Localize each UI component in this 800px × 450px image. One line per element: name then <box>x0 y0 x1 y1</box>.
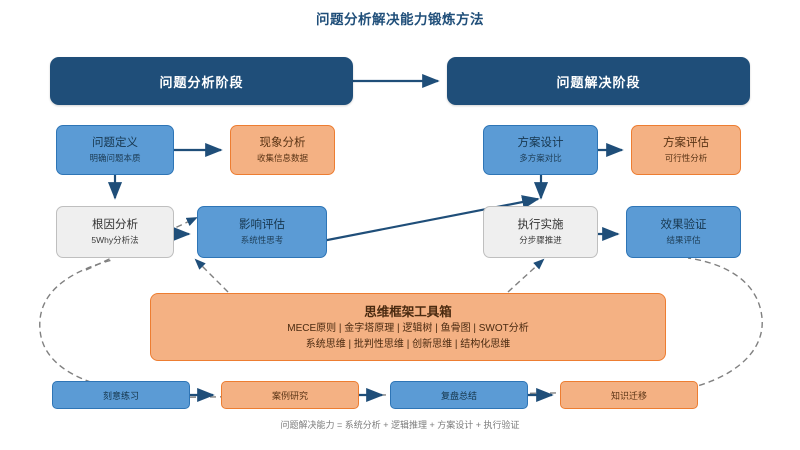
toolbox-line-2: 系统思维 | 批判性思维 | 创新思维 | 结构化思维 <box>305 339 511 350</box>
step-label: 复盘总结 <box>440 390 477 401</box>
node-subtitle: 可行性分析 <box>664 152 708 163</box>
node-title: 效果验证 <box>660 218 707 231</box>
node-title: 问题定义 <box>92 136 138 149</box>
toolbox-panel[interactable]: 思维框架工具箱 MECE原则 | 金字塔原理 | 逻辑树 | 鱼骨图 | SWO… <box>150 293 666 361</box>
node-title: 根因分析 <box>92 218 138 231</box>
node-define[interactable]: 问题定义 明确问题本质 <box>56 125 174 175</box>
node-solution-design[interactable]: 方案设计 多方案对比 <box>483 125 598 175</box>
node-subtitle: 结果评估 <box>666 234 701 245</box>
node-subtitle: 收集信息数据 <box>256 152 308 163</box>
toolbox-line-1: MECE原则 | 金字塔原理 | 逻辑树 | 鱼骨图 | SWOT分析 <box>287 323 529 334</box>
node-impact-assessment[interactable]: 影响评估 系统性思考 <box>197 206 327 258</box>
node-title: 执行实施 <box>517 218 564 231</box>
node-subtitle: 5Why分析法 <box>91 234 139 245</box>
step-label: 案例研究 <box>271 390 308 401</box>
node-subtitle: 多方案对比 <box>519 152 562 163</box>
edge-toolbox-to-exec <box>507 258 545 293</box>
node-root-cause[interactable]: 根因分析 5Why分析法 <box>56 206 174 258</box>
node-subtitle: 系统性思考 <box>240 234 284 245</box>
node-title: 影响评估 <box>239 218 285 231</box>
node-title: 现象分析 <box>259 136 306 149</box>
phase-label: 问题分析阶段 <box>159 74 244 90</box>
node-subtitle: 明确问题本质 <box>89 152 141 163</box>
edge-toolbox-to-impact <box>194 258 229 293</box>
node-phenomenon[interactable]: 现象分析 收集信息数据 <box>230 125 335 175</box>
node-title: 方案设计 <box>517 136 564 149</box>
summary-formula: 问题解决能力 = 系统分析 + 逻辑推理 + 方案设计 + 执行验证 <box>280 420 520 430</box>
practice-step-transfer[interactable]: 知识迁移 <box>560 381 698 409</box>
toolbox-title: 思维框架工具箱 <box>364 305 452 319</box>
node-solution-evaluation[interactable]: 方案评估 可行性分析 <box>631 125 741 175</box>
phase-header-solving[interactable]: 问题解决阶段 <box>447 57 750 105</box>
phase-header-analysis[interactable]: 问题分析阶段 <box>50 57 353 105</box>
node-title: 方案评估 <box>663 136 709 149</box>
node-subtitle: 分步骤推进 <box>519 234 562 245</box>
practice-step-deliberate[interactable]: 刻意练习 <box>52 381 190 409</box>
practice-step-review[interactable]: 复盘总结 <box>390 381 528 409</box>
step-label: 刻意练习 <box>102 390 139 401</box>
node-execution[interactable]: 执行实施 分步骤推进 <box>483 206 598 258</box>
phase-label: 问题解决阶段 <box>556 74 641 90</box>
page-title: 问题分析解决能力锻炼方法 <box>316 12 484 27</box>
practice-step-case-study[interactable]: 案例研究 <box>221 381 359 409</box>
node-verification[interactable]: 效果验证 结果评估 <box>626 206 741 258</box>
step-label: 知识迁移 <box>610 390 647 401</box>
